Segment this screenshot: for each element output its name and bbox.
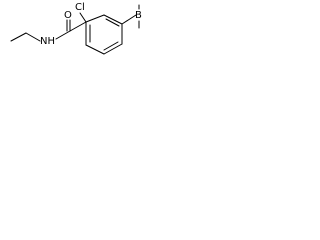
n-ethyl-bond xyxy=(25,32,41,42)
carbonyl-n-bond xyxy=(55,30,71,40)
ring-carbonyl-bond xyxy=(69,21,87,32)
ring-double-bond xyxy=(105,18,120,27)
ring-bond xyxy=(85,44,105,55)
c-b-bond xyxy=(121,14,137,25)
chlorine-label: Cl xyxy=(75,2,85,13)
chemical-structure: Cl B O NH xyxy=(10,2,142,55)
ring-bond xyxy=(85,14,105,23)
benzene-ring xyxy=(85,14,123,55)
carbonyl-oxygen-label: O xyxy=(64,10,72,21)
boron-label: B xyxy=(135,10,142,21)
ethyl-bond xyxy=(10,32,27,42)
ring-bond xyxy=(103,43,123,55)
ring-bond xyxy=(103,14,123,25)
ring-double-bond xyxy=(103,41,119,51)
c-cl-bond xyxy=(79,12,87,23)
amide-nitrogen-label: NH xyxy=(40,36,55,47)
